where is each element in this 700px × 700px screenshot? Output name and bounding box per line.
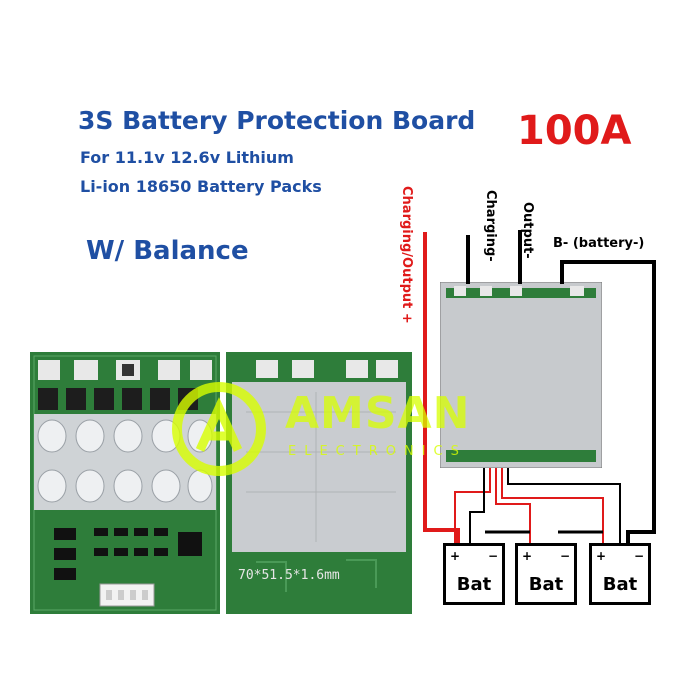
amsan-logo-icon: [172, 382, 266, 476]
battery-minus: −: [487, 549, 498, 563]
b-minus-label: B- (battery-): [553, 236, 645, 251]
balance-label: W/ Balance: [86, 236, 249, 266]
product-title: 3S Battery Protection Board: [78, 106, 476, 135]
voltage-line: For 11.1v 12.6v Lithium: [80, 148, 294, 167]
battery-plus: +: [522, 549, 533, 563]
battery-minus: −: [559, 549, 570, 563]
battery-label: Bat: [528, 574, 564, 595]
watermark-subtitle: ELECTRONICS: [288, 444, 467, 459]
battery-plus: +: [450, 549, 461, 563]
charging-minus-label: Charging-: [483, 190, 498, 262]
pcb-diagram-image: [440, 282, 602, 468]
board-dimensions: 70*51.5*1.6mm: [238, 568, 340, 583]
battery-1: + − Bat: [443, 543, 505, 605]
battery-plus: +: [596, 549, 607, 563]
charging-output-plus-label: Charging/Output +: [399, 186, 414, 324]
battery-2: + − Bat: [515, 543, 577, 605]
battery-label: Bat: [456, 574, 492, 595]
pcb-front-image: [30, 352, 220, 614]
current-rating: 100A: [517, 108, 632, 154]
battery-label: Bat: [602, 574, 638, 595]
pcb-back-image: [226, 352, 412, 614]
watermark-brand: AMSAN: [285, 388, 471, 439]
output-minus-label: Output-: [520, 202, 535, 259]
battery-3: + − Bat: [589, 543, 651, 605]
battery-minus: −: [633, 549, 644, 563]
battery-type-line: Li-ion 18650 Battery Packs: [80, 177, 322, 196]
